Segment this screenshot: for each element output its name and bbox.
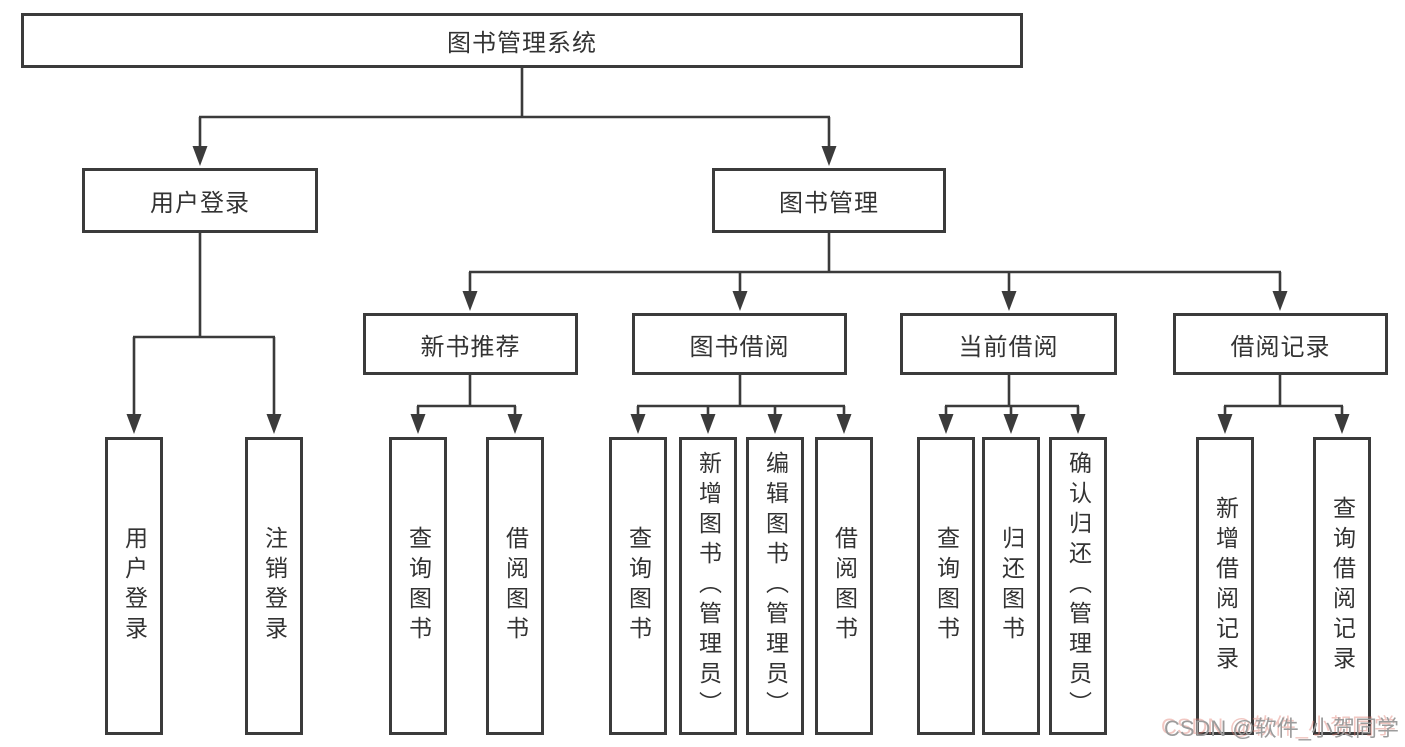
node-user-login-group: 用户登录 <box>82 168 318 233</box>
node-borrow-book-recommend: 借阅图书 <box>486 437 544 735</box>
node-book-management: 图书管理 <box>712 168 946 233</box>
node-query-borrow-record: 查询借阅记录 <box>1313 437 1371 735</box>
node-return-book: 归还图书 <box>982 437 1040 735</box>
node-borrow-book: 借阅图书 <box>815 437 873 735</box>
node-query-book-borrowing: 查询图书 <box>609 437 667 735</box>
node-book-borrowing: 图书借阅 <box>632 313 847 375</box>
node-user-login: 用户登录 <box>105 437 163 735</box>
node-add-borrow-record: 新增借阅记录 <box>1196 437 1254 735</box>
node-query-book-current: 查询图书 <box>917 437 975 735</box>
node-new-book-recommend: 新书推荐 <box>363 313 578 375</box>
node-add-book-admin: 新增图书（管理员） <box>679 437 737 735</box>
node-edit-book-admin: 编辑图书（管理员） <box>746 437 804 735</box>
node-query-book-recommend: 查询图书 <box>389 437 447 735</box>
node-confirm-return-admin: 确认归还（管理员） <box>1049 437 1107 735</box>
node-library-management-system: 图书管理系统 <box>21 13 1023 68</box>
node-current-borrowing: 当前借阅 <box>900 313 1117 375</box>
node-borrowing-records: 借阅记录 <box>1173 313 1388 375</box>
node-logout: 注销登录 <box>245 437 303 735</box>
csdn-watermark: CSDN @软件_小贺同学 <box>1163 716 1399 741</box>
